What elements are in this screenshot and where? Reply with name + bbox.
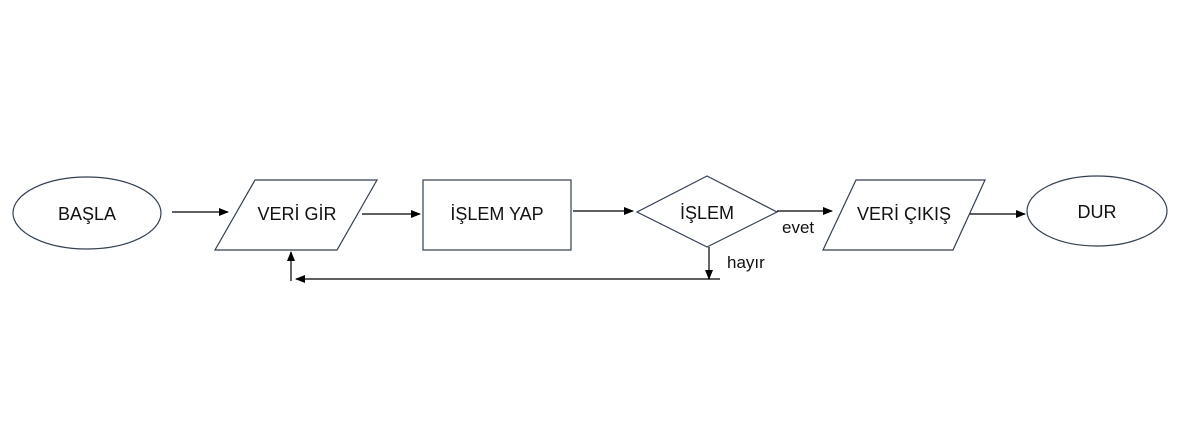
edge-label-hayir: hayır	[727, 253, 765, 272]
node-input[interactable]: VERİ GİR	[213, 179, 379, 251]
start-terminator-shape	[12, 176, 162, 250]
process-label: İŞLEM YAP	[450, 204, 543, 224]
decision-label: İŞLEM	[680, 203, 734, 223]
process-shape	[422, 179, 572, 251]
start-label: BAŞLA	[58, 204, 116, 224]
end-label: DUR	[1078, 202, 1117, 222]
node-decision[interactable]: İŞLEM	[635, 175, 779, 248]
output-data-shape	[822, 179, 986, 251]
node-process[interactable]: İŞLEM YAP	[422, 179, 572, 251]
input-label: VERİ GİR	[257, 204, 336, 224]
node-output[interactable]: VERİ ÇIKIŞ	[822, 179, 986, 251]
input-data-shape	[213, 179, 379, 251]
edge-label-evet: evet	[782, 218, 814, 237]
node-start[interactable]: BAŞLA	[12, 176, 162, 250]
end-terminator-shape	[1026, 175, 1168, 247]
output-label: VERİ ÇIKIŞ	[857, 204, 951, 224]
decision-shape	[635, 175, 779, 248]
node-end[interactable]: DUR	[1026, 175, 1168, 247]
